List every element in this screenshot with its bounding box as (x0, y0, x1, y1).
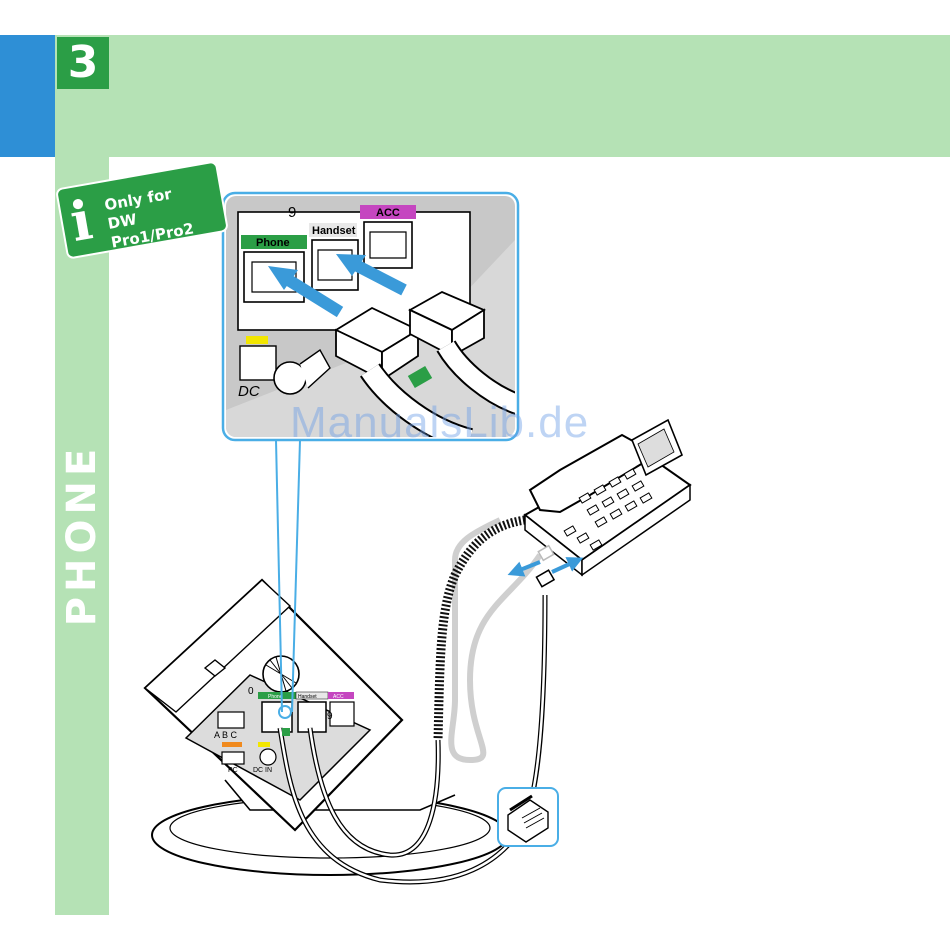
base-dc-port (260, 749, 276, 765)
info-icon: i (66, 189, 97, 252)
phone-plug-new (536, 570, 554, 587)
cable-green-marker (282, 728, 290, 736)
zoom-dc-socket (240, 346, 276, 380)
base-port-acc (330, 702, 354, 726)
base-pc-port (222, 752, 244, 764)
base-pc-label: PC (228, 767, 238, 774)
base-dc-tag (258, 742, 270, 747)
base-switch-label: A B C (214, 730, 238, 740)
base-port-handset (298, 702, 326, 732)
zoom-label-handset: Handset (312, 225, 356, 237)
zoom-jack-phone (244, 252, 304, 302)
zoom-label-acc: ACC (376, 207, 400, 219)
phone-icon-badge (498, 788, 558, 846)
base-port-acc-label: ACC (333, 694, 344, 700)
zoom-dial-number: 9 (288, 204, 296, 221)
base-pc-tag (222, 742, 242, 747)
base-switch (218, 712, 244, 728)
zoom-label-phone: Phone (256, 237, 290, 249)
zoom-jack-acc (364, 222, 412, 268)
base-port-handset-label: Handset (298, 694, 317, 700)
watermark: ManualsLib.de (290, 398, 589, 448)
zoom-label-dc: DC (238, 383, 260, 400)
base-dcin-label: DC IN (253, 767, 272, 774)
base-dial-right: 9 (327, 711, 333, 722)
base-dial-left: 0 (248, 686, 254, 697)
zoom-tag-dc (246, 336, 268, 344)
base-port-phone-label: Phone (268, 694, 283, 700)
